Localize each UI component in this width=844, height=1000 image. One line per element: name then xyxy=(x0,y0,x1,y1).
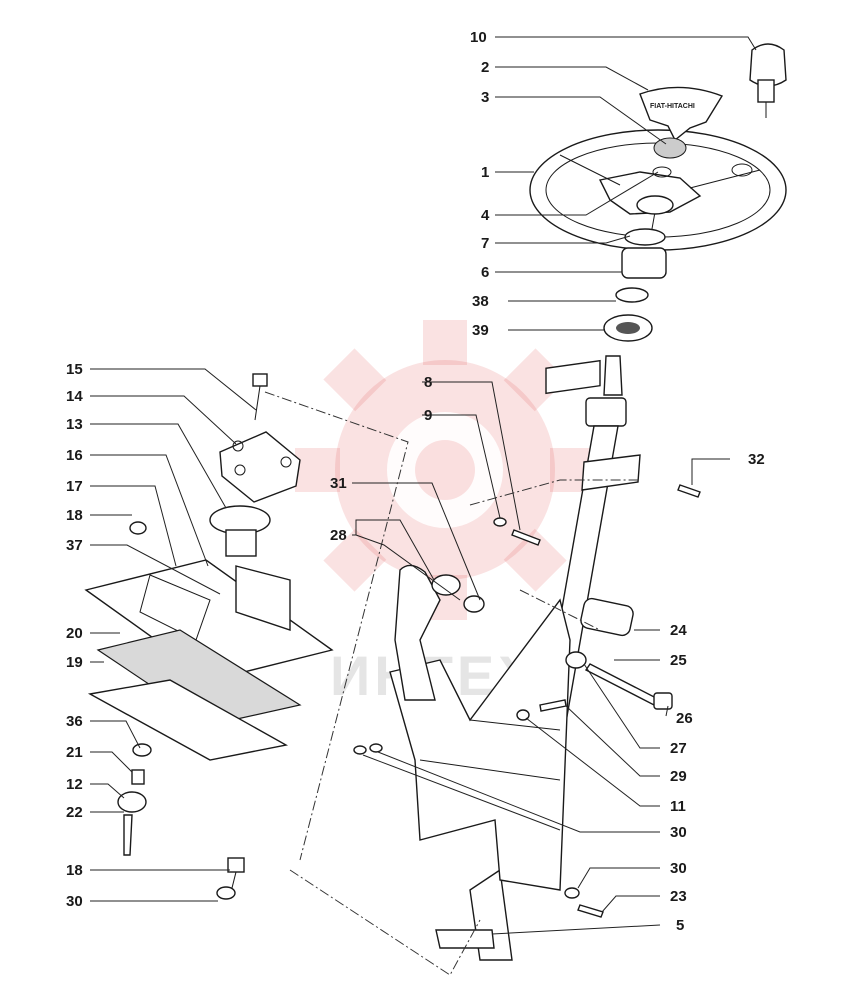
housing-14 xyxy=(219,431,301,503)
callout-9: 9 xyxy=(424,407,432,424)
base-plate-36 xyxy=(87,679,289,761)
column-support-bracket xyxy=(389,598,571,891)
callout-4: 4 xyxy=(481,207,490,224)
steering-knob xyxy=(749,43,787,118)
callout-38: 38 xyxy=(472,293,489,310)
callout-18-lower: 18 xyxy=(66,862,83,879)
callout-32: 32 xyxy=(748,451,765,468)
callout-31: 31 xyxy=(330,475,347,492)
callout-36: 36 xyxy=(66,713,83,730)
steering-wheel xyxy=(529,129,787,251)
pivot-sleeve-24 xyxy=(580,597,634,637)
mount-parts-left xyxy=(117,521,245,900)
callout-18-upper: 18 xyxy=(66,507,83,524)
bolt-15 xyxy=(252,373,268,421)
callout-17: 17 xyxy=(66,478,83,495)
callout-15: 15 xyxy=(66,361,83,378)
bolt-25-and-nut-26 xyxy=(565,651,673,710)
callout-12: 12 xyxy=(66,776,83,793)
flange-13 xyxy=(209,505,271,557)
callout-22: 22 xyxy=(66,804,83,821)
callout-37: 37 xyxy=(66,537,83,554)
watermark-gear xyxy=(295,320,595,620)
callout-8: 8 xyxy=(424,374,432,391)
small-bolts xyxy=(353,484,701,918)
brand-text: FIAT-HITACHI xyxy=(650,103,695,110)
callout-6: 6 xyxy=(481,264,489,281)
callout-30-mid: 30 xyxy=(670,824,687,841)
callout-11: 11 xyxy=(670,798,686,815)
callout-24: 24 xyxy=(670,622,687,639)
callout-5: 5 xyxy=(676,917,684,934)
callout-13: 13 xyxy=(66,416,83,433)
callout-2: 2 xyxy=(481,59,489,76)
callout-27: 27 xyxy=(670,740,687,757)
leader-lines xyxy=(90,36,757,935)
callout-23: 23 xyxy=(670,888,687,905)
callout-19: 19 xyxy=(66,654,83,671)
callout-14: 14 xyxy=(66,388,83,405)
callout-20: 20 xyxy=(66,625,83,642)
callout-16: 16 xyxy=(66,447,83,464)
callout-10: 10 xyxy=(470,29,487,46)
callout-3: 3 xyxy=(481,89,489,106)
callout-7: 7 xyxy=(481,235,489,252)
cap-felt xyxy=(653,137,687,159)
callout-1: 1 xyxy=(481,164,489,181)
callout-labels: 10 2 3 1 4 7 6 38 39 15 14 13 16 17 18 3… xyxy=(66,29,765,934)
callout-29: 29 xyxy=(670,768,687,785)
dashed-guides xyxy=(264,391,640,976)
callout-21: 21 xyxy=(66,744,83,761)
callout-25: 25 xyxy=(670,652,687,669)
callout-28: 28 xyxy=(330,527,347,544)
callout-26: 26 xyxy=(676,710,693,727)
callout-39: 39 xyxy=(472,322,489,339)
callout-30-low: 30 xyxy=(670,860,687,877)
callout-30-left: 30 xyxy=(66,893,83,910)
spacer-and-washers-28 xyxy=(431,574,485,613)
pedal-lever xyxy=(394,564,441,701)
